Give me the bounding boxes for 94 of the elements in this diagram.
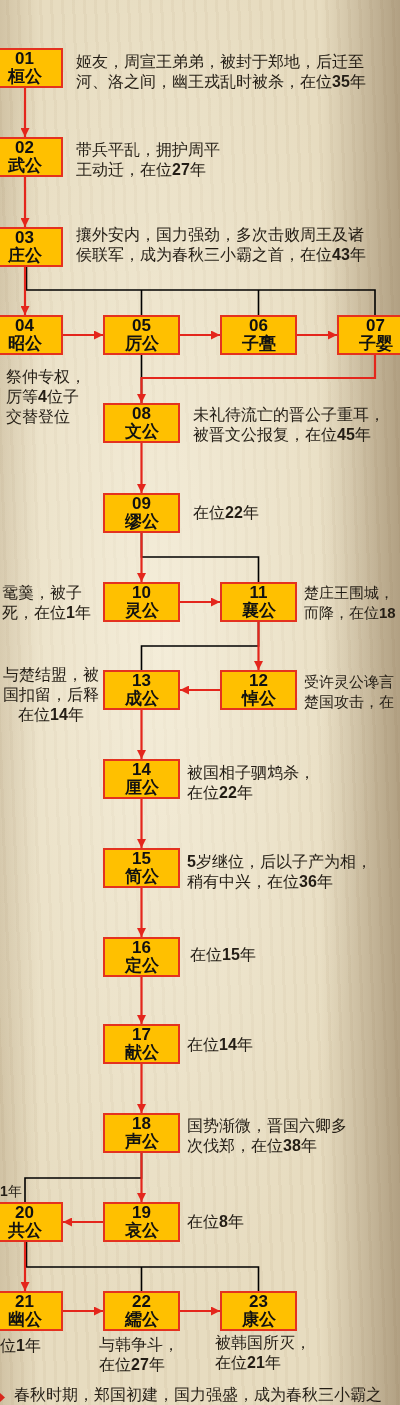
name-label: 厘公: [124, 779, 159, 797]
name-label: 庄公: [7, 247, 42, 265]
description-text: 与韩争斗，在位27年: [99, 1335, 180, 1375]
name-label: 繻公: [124, 1311, 159, 1329]
description-text: 位1年: [0, 1336, 42, 1356]
number-label: 10: [132, 584, 151, 602]
name-label: 哀公: [124, 1222, 159, 1240]
arrow: [297, 330, 337, 340]
number-label: 04: [15, 317, 34, 335]
connector-line: [25, 1241, 260, 1292]
arrow: [20, 267, 30, 315]
arrow: [137, 533, 146, 582]
number-label: 21: [15, 1293, 34, 1311]
arrow: [254, 622, 263, 670]
name-label: 献公: [124, 1044, 159, 1062]
name-label: 成公: [124, 690, 159, 708]
number-label: 16: [132, 939, 151, 957]
description-text: 被国相子驷鸩杀，在位22年: [187, 763, 316, 803]
arrow: [180, 597, 220, 607]
description-text: 带兵平乱，拥护周平王动迁，在位27年: [76, 140, 221, 180]
name-label: 子亹: [241, 335, 276, 353]
description-text: 1年: [0, 1182, 22, 1201]
arrow: [63, 330, 103, 340]
number-label: 20: [15, 1204, 34, 1222]
description-text: 在位22年: [193, 503, 260, 523]
number-label: 07: [366, 317, 385, 335]
number-label: 05: [132, 317, 151, 335]
number-label: 17: [132, 1026, 151, 1044]
arrow: [137, 799, 146, 848]
name-label: 昭公: [7, 335, 42, 353]
description-text: 鼋羹，被子死，在位1年: [2, 583, 92, 623]
name-label: 武公: [7, 157, 42, 175]
name-label: 桓公: [7, 68, 42, 86]
description-text: 在位15年: [190, 945, 257, 965]
name-label: 厉公: [124, 335, 159, 353]
number-label: 19: [132, 1204, 151, 1222]
number-label: 18: [132, 1115, 151, 1133]
number-label: 11: [249, 584, 268, 602]
arrow: [63, 1217, 103, 1227]
description-text: 祭仲专权，厉等4位子交替登位: [6, 367, 87, 427]
number-label: 06: [249, 317, 268, 335]
number-label: 14: [132, 761, 151, 779]
arrow: [137, 1153, 146, 1202]
arrow: [180, 685, 220, 695]
number-label: 02: [15, 139, 34, 157]
arrow: [137, 355, 377, 403]
arrow: [20, 1242, 30, 1291]
name-label: 子婴: [358, 335, 393, 353]
arrow: [137, 710, 146, 759]
arrow: [63, 1306, 103, 1316]
name-label: 襄公: [241, 602, 276, 620]
name-box: [103, 315, 180, 355]
connector-line: [25, 266, 376, 316]
name-label: 幽公: [7, 1311, 42, 1329]
name-box: [337, 315, 400, 355]
number-label: 22: [132, 1293, 151, 1311]
number-label: 03: [15, 229, 34, 247]
name-label: 文公: [124, 423, 159, 441]
number-label: 01: [15, 50, 34, 68]
arrow: [137, 977, 146, 1024]
number-label: 12: [249, 672, 268, 690]
description-text: 被韩国所灭，在位21年: [215, 1333, 312, 1373]
arrow: [137, 1064, 146, 1113]
description-text: 楚庄王围城，而降，在位18: [304, 583, 397, 623]
name-label: 定公: [124, 957, 159, 975]
description-text: 姬友，周宣王弟弟，被封于郑地，后迁至河、洛之间，幽王戎乱时被杀，在位35年: [76, 52, 367, 92]
description-text: 5岁继位，后以子产为相，稍有中兴，在位36年: [187, 852, 373, 892]
arrow: [20, 88, 30, 137]
name-label: 共公: [7, 1222, 42, 1240]
number-label: 15: [132, 850, 151, 868]
number-label: 08: [132, 405, 151, 423]
name-label: 声公: [124, 1133, 159, 1151]
arrow: [137, 888, 146, 937]
description-text: 在位14年: [187, 1035, 254, 1055]
number-label: 23: [249, 1293, 268, 1311]
name-box: [220, 315, 297, 355]
name-label: 灵公: [124, 602, 159, 620]
description-text: 受许灵公谗言楚国攻击，在: [304, 672, 395, 712]
description-text: 在位8年: [187, 1212, 245, 1232]
arrow: [20, 177, 30, 227]
arrow: [180, 330, 220, 340]
description-text: 国势渐微，晋国六卿多次伐郑，在位38年: [187, 1116, 348, 1156]
description-text: 未礼待流亡的晋公子重耳，被晋文公报复，在位45年: [193, 405, 386, 445]
number-label: 09: [132, 495, 151, 513]
name-label: 缪公: [124, 513, 159, 531]
name-label: 康公: [241, 1311, 276, 1329]
description-text: 攘外安内，国力强劲，多次击败周王及诸侯联军，成为春秋三小霸之首，在位43年: [76, 225, 367, 265]
number-label: 13: [132, 672, 151, 690]
description-text: 与楚结盟，被国扣留，后释在位14年: [2, 665, 100, 725]
arrow: [137, 443, 146, 493]
caption-text: 春秋时期，郑国初建，国力强盛，成为春秋三小霸之: [14, 1386, 382, 1404]
name-label: 简公: [124, 868, 159, 886]
name-label: 悼公: [241, 690, 276, 708]
arrow: [180, 1306, 220, 1316]
